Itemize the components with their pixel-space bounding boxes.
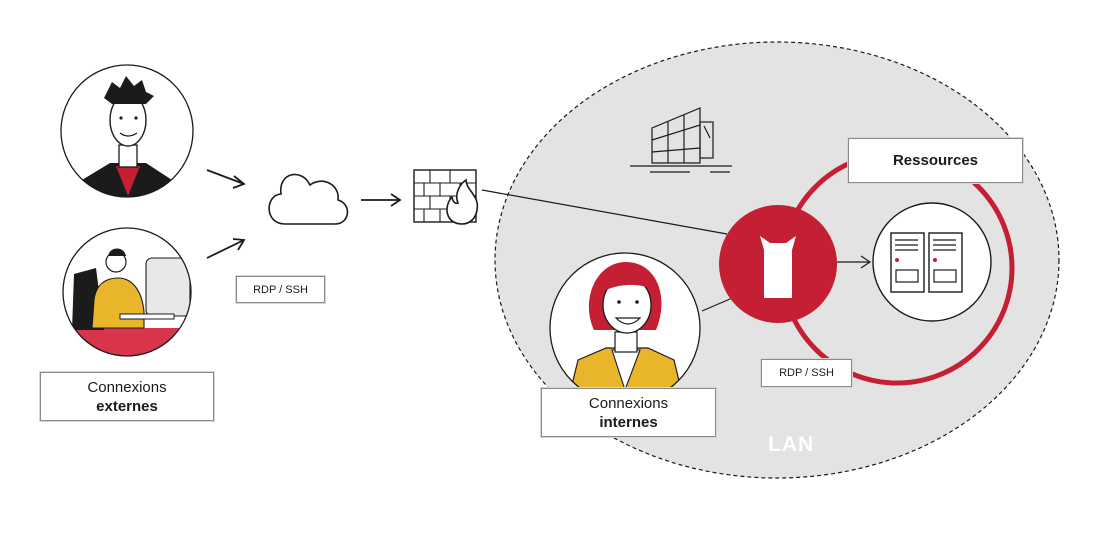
protocol-external-label: RDP / SSH <box>253 283 308 296</box>
arrow-person2-to-cloud <box>206 238 246 259</box>
protocol-internal-box: RDP / SSH <box>761 359 852 387</box>
cloud-icon <box>268 173 349 225</box>
internal-connections-line2: internes <box>599 413 658 431</box>
protocol-internal-label: RDP / SSH <box>779 367 834 379</box>
external-connections-line1: Connexions <box>87 378 167 396</box>
firewall-icon <box>413 169 479 225</box>
resources-box: Ressources <box>848 138 1023 183</box>
connection-line-firewall-bastion <box>481 189 728 235</box>
person-external-1 <box>60 64 194 198</box>
external-connections-box: Connexions externes <box>40 372 214 421</box>
resources-label: Ressources <box>892 152 979 169</box>
person-external-2 <box>62 227 192 357</box>
bastion-cat-icon <box>719 205 837 323</box>
arrow-cloud-to-firewall <box>361 193 402 207</box>
server-icon <box>872 202 992 322</box>
building-icon <box>630 107 732 173</box>
external-connections-line2: externes <box>96 397 158 415</box>
arrow-person1-to-cloud <box>206 169 246 189</box>
internal-connections-box: Connexions internes <box>541 388 716 437</box>
lan-label: LAN <box>768 433 815 456</box>
arrow-bastion-to-servers <box>836 255 872 269</box>
internal-connections-line1: Connexions <box>588 394 669 412</box>
protocol-external-box: RDP / SSH <box>236 276 325 303</box>
